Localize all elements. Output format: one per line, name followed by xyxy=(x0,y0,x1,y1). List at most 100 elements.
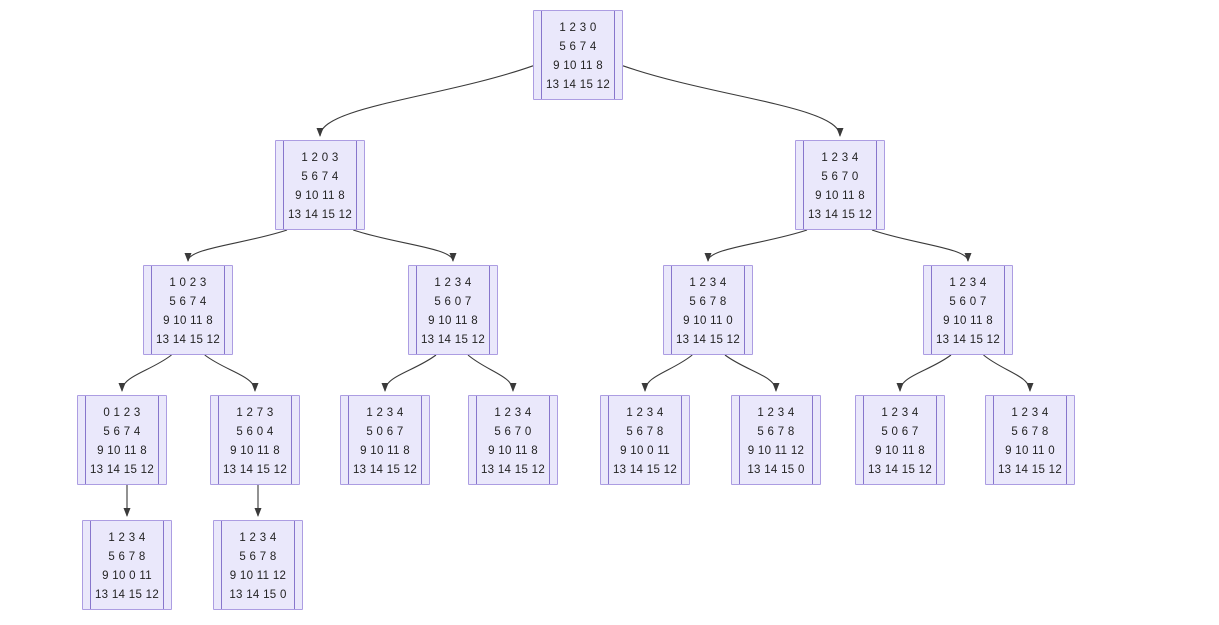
puzzle-row: 5 6 7 0 xyxy=(494,426,532,438)
puzzle-node-n0: 1 2 3 0 5 6 7 4 9 10 11 8 13 14 15 12 xyxy=(533,10,623,100)
puzzle-row: 13 14 15 0 xyxy=(747,464,805,476)
puzzle-row: 13 14 15 12 xyxy=(807,209,873,221)
puzzle-row: 0 1 2 3 xyxy=(103,407,141,419)
puzzle-row: 9 10 0 11 xyxy=(102,570,152,582)
puzzle-row: 9 10 11 8 xyxy=(230,445,280,457)
puzzle-board: 1 2 3 4 5 6 0 7 9 10 11 8 13 14 15 12 xyxy=(924,266,1012,350)
puzzle-row: 13 14 15 12 xyxy=(94,589,160,601)
puzzle-row: 1 2 3 4 xyxy=(366,407,404,419)
puzzle-board: 1 2 3 4 5 6 7 0 9 10 11 8 13 14 15 12 xyxy=(796,141,884,225)
puzzle-row: 9 10 11 8 xyxy=(943,315,993,327)
puzzle-row: 1 2 7 3 xyxy=(236,407,274,419)
puzzle-row: 13 14 15 12 xyxy=(997,464,1063,476)
puzzle-row: 5 6 0 7 xyxy=(434,296,472,308)
puzzle-node-n12: 1 2 3 4 5 6 7 8 9 10 11 12 13 14 15 0 xyxy=(731,395,821,485)
puzzle-row: 13 14 15 12 xyxy=(675,334,741,346)
puzzle-row: 13 14 15 0 xyxy=(229,589,287,601)
puzzle-row: 5 6 7 8 xyxy=(108,551,146,563)
puzzle-row: 9 10 11 8 xyxy=(488,445,538,457)
puzzle-row: 5 6 7 8 xyxy=(1011,426,1049,438)
tree-edge-n4-n10 xyxy=(467,354,517,392)
puzzle-row: 9 10 11 12 xyxy=(229,570,287,582)
puzzle-row: 9 10 11 8 xyxy=(295,190,345,202)
puzzle-row: 1 2 3 4 xyxy=(949,277,987,289)
puzzle-row: 5 6 7 4 xyxy=(103,426,141,438)
puzzle-row: 1 2 3 4 xyxy=(239,532,277,544)
puzzle-row: 5 6 7 8 xyxy=(239,551,277,563)
tree-edge-n1-n4 xyxy=(353,229,457,262)
puzzle-row: 1 2 3 4 xyxy=(821,152,859,164)
tree-edge-n0-n1 xyxy=(316,65,534,137)
tree-edge-n0-n2 xyxy=(622,65,844,137)
puzzle-row: 5 6 7 0 xyxy=(821,171,859,183)
puzzle-row: 1 2 3 4 xyxy=(757,407,795,419)
puzzle-row: 9 10 11 8 xyxy=(553,60,603,72)
tree-edge-n3-n8 xyxy=(204,354,259,392)
puzzle-row: 13 14 15 12 xyxy=(222,464,288,476)
puzzle-board: 1 2 3 4 5 6 7 8 9 10 11 0 13 14 15 12 xyxy=(986,396,1074,480)
puzzle-node-n16: 1 2 3 4 5 6 7 8 9 10 11 12 13 14 15 0 xyxy=(213,520,303,610)
puzzle-row: 9 10 11 8 xyxy=(428,315,478,327)
tree-edge-n3-n7 xyxy=(118,354,172,392)
puzzle-row: 13 14 15 12 xyxy=(420,334,486,346)
tree-edge-n2-n5 xyxy=(704,229,808,262)
puzzle-row: 5 0 6 7 xyxy=(881,426,919,438)
puzzle-row: 1 2 3 4 xyxy=(689,277,727,289)
puzzle-row: 9 10 11 8 xyxy=(163,315,213,327)
puzzle-row: 5 6 7 4 xyxy=(559,41,597,53)
puzzle-row: 5 6 0 7 xyxy=(949,296,987,308)
tree-edge-n2-n6 xyxy=(871,229,972,262)
puzzle-row: 9 10 11 0 xyxy=(1005,445,1055,457)
puzzle-row: 5 6 7 4 xyxy=(301,171,339,183)
puzzle-row: 1 0 2 3 xyxy=(169,277,207,289)
puzzle-row: 9 10 11 8 xyxy=(360,445,410,457)
puzzle-row: 5 6 7 8 xyxy=(626,426,664,438)
puzzle-row: 1 2 3 4 xyxy=(1011,407,1049,419)
puzzle-node-n2: 1 2 3 4 5 6 7 0 9 10 11 8 13 14 15 12 xyxy=(795,140,885,230)
puzzle-row: 13 14 15 12 xyxy=(545,79,611,91)
tree-edge-n4-n9 xyxy=(381,354,437,392)
puzzle-row: 13 14 15 12 xyxy=(612,464,678,476)
puzzle-row: 1 2 3 4 xyxy=(494,407,532,419)
puzzle-row: 9 10 11 8 xyxy=(815,190,865,202)
puzzle-node-n15: 1 2 3 4 5 6 7 8 9 10 0 11 13 14 15 12 xyxy=(82,520,172,610)
puzzle-row: 1 2 3 0 xyxy=(559,22,597,34)
puzzle-board: 1 2 3 0 5 6 7 4 9 10 11 8 13 14 15 12 xyxy=(534,11,622,95)
puzzle-row: 1 2 3 4 xyxy=(626,407,664,419)
puzzle-row: 13 14 15 12 xyxy=(89,464,155,476)
puzzle-board: 1 2 3 4 5 6 7 8 9 10 0 11 13 14 15 12 xyxy=(601,396,689,480)
tree-edge-n1-n3 xyxy=(184,229,288,262)
puzzle-board: 1 2 3 4 5 6 7 8 9 10 11 12 13 14 15 0 xyxy=(732,396,820,480)
tree-edge-n5-n12 xyxy=(724,354,780,392)
puzzle-row: 1 2 3 4 xyxy=(881,407,919,419)
puzzle-row: 5 6 7 8 xyxy=(757,426,795,438)
puzzle-row: 5 0 6 7 xyxy=(366,426,404,438)
puzzle-row: 13 14 15 12 xyxy=(935,334,1001,346)
puzzle-row: 1 2 3 4 xyxy=(108,532,146,544)
tree-edge-n5-n11 xyxy=(641,354,693,392)
puzzle-row: 13 14 15 12 xyxy=(867,464,933,476)
puzzle-row: 9 10 0 11 xyxy=(620,445,670,457)
puzzle-row: 9 10 11 12 xyxy=(747,445,805,457)
puzzle-row: 9 10 11 0 xyxy=(683,315,733,327)
puzzle-board: 1 2 3 4 5 6 7 8 9 10 11 12 13 14 15 0 xyxy=(214,521,302,605)
puzzle-board: 1 2 3 4 5 6 7 8 9 10 0 11 13 14 15 12 xyxy=(83,521,171,605)
puzzle-node-n14: 1 2 3 4 5 6 7 8 9 10 11 0 13 14 15 12 xyxy=(985,395,1075,485)
puzzle-node-n6: 1 2 3 4 5 6 0 7 9 10 11 8 13 14 15 12 xyxy=(923,265,1013,355)
